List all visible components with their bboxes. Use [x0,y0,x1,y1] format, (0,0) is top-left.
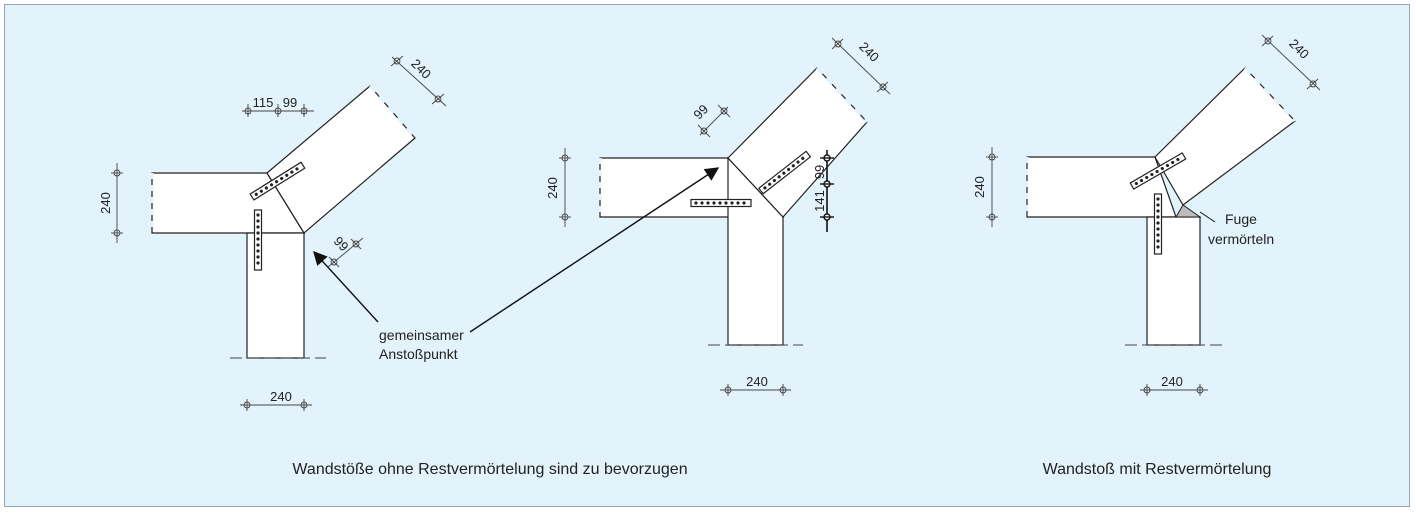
mortar-joint [1175,204,1202,218]
dim-d1-vertical: 240 [270,389,292,404]
dim-d2-top: 99 [690,101,711,122]
caption-right: Wandstoß mit Restvermörtelung [1043,461,1272,478]
diagonal-wall-3 [1154,67,1296,206]
common-point-label-line2: Anstoßpunkt [379,346,458,362]
junction-drawing-2: 240 240 240 99 99 141 [469,37,891,396]
dim-d2-horizontal: 240 [545,177,560,199]
dim-d2-side-lower: 141 [812,190,827,212]
dim-d3-vertical: 240 [1161,374,1183,389]
dim-d3-horizontal: 240 [972,176,987,198]
diagonal-wall-1 [266,85,416,234]
dim-d1-horizontal: 240 [98,192,113,214]
dim-d1-offset-b: 99 [283,95,297,110]
junction-drawing-3: 240 240 240 [972,34,1321,396]
dim-d3-diagonal: 240 [1286,36,1312,62]
junction-drawing-1: 240 240 115 99 240 99 [98,55,447,411]
horizontal-wall-3 [1026,156,1177,218]
dim-d1-corner: 99 [331,233,352,254]
dim-d2-vertical: 240 [746,374,768,389]
dim-d2-side-upper: 99 [812,165,827,179]
dim-d2-diagonal: 240 [856,39,882,65]
joint-mortar-label-line2: vermörteln [1208,231,1274,247]
joint-mortar-label-line1: Fuge [1225,211,1257,227]
dim-d1-offset-a: 115 [253,95,274,110]
caption-left: Wandstöße ohne Restvermörtelung sind zu … [292,461,687,478]
common-point-label-line1: gemeinsamer [379,327,464,343]
dim-d1-diagonal: 240 [408,56,434,82]
